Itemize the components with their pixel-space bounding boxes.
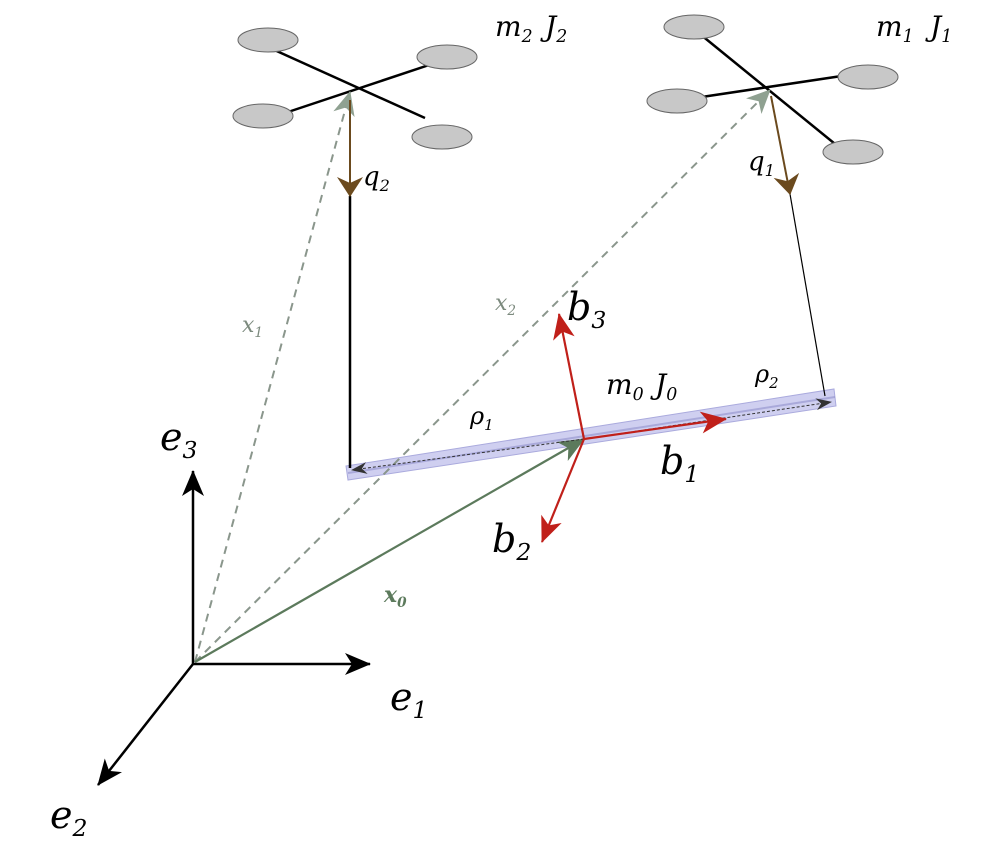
label-b1: b1 <box>660 439 699 488</box>
payload-bar <box>345 388 837 481</box>
vector-b2 <box>540 438 586 543</box>
rotor <box>232 103 294 129</box>
vector-e2 <box>97 663 194 786</box>
label-rho2: ρ2 <box>754 360 779 392</box>
label-J2: J2 <box>540 10 567 47</box>
vector-q1 <box>770 95 800 195</box>
vector-b1 <box>583 411 727 441</box>
vector-rho1 <box>351 438 585 474</box>
label-J1: J1 <box>925 10 952 47</box>
vector-b3 <box>553 313 586 440</box>
rotor <box>646 88 708 114</box>
label-m0: m0 <box>606 368 644 405</box>
rotor <box>837 64 899 90</box>
label-b3: b3 <box>567 285 606 334</box>
rotor <box>411 124 473 150</box>
cable-1 <box>789 193 826 397</box>
rotor <box>663 14 725 40</box>
label-q1: q1 <box>748 147 775 180</box>
label-J0: J0 <box>650 368 677 405</box>
label-rho1: ρ1 <box>469 402 494 434</box>
vector-x2 <box>194 89 771 663</box>
label-x0: x0 <box>383 582 407 611</box>
vector-x1 <box>194 91 355 663</box>
label-e2: e2 <box>50 793 87 842</box>
label-x1: x1 <box>242 313 263 341</box>
label-b2: b2 <box>492 517 531 566</box>
label-m1: m1 <box>876 10 914 47</box>
label-x2: x2 <box>495 291 516 319</box>
label-e3: e3 <box>160 415 197 464</box>
rotor <box>416 44 478 70</box>
rotor <box>822 139 884 165</box>
label-e1: e1 <box>390 675 427 724</box>
quadrotor-2 <box>232 27 478 150</box>
label-m2: m2 <box>495 10 533 47</box>
quadrotor-1 <box>646 14 899 165</box>
label-q2: q2 <box>363 162 390 195</box>
rotor <box>237 27 299 53</box>
vector-x0 <box>194 438 585 663</box>
